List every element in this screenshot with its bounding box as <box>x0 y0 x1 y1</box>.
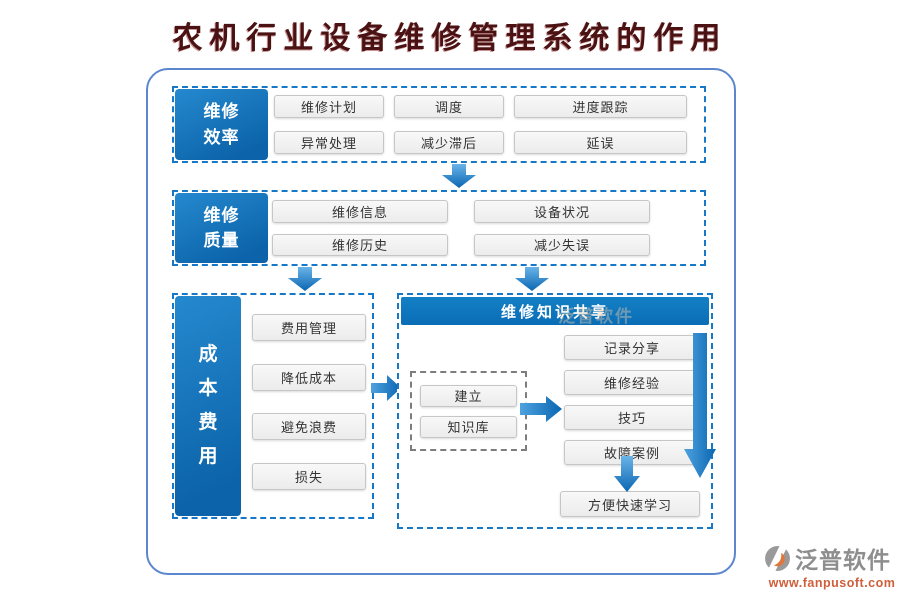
page-title: 农机行业设备维修管理系统的作用 <box>172 21 728 56</box>
node-reduce-cost: 降低成本 <box>252 363 366 391</box>
arrow-down-quality-to-cost-icon <box>288 267 322 291</box>
arrow-down-efficiency-to-quality-icon <box>442 164 476 188</box>
fanpu-logo-text: 泛普软件 <box>795 547 891 573</box>
arrow-right-cost-to-knowledge-icon <box>371 375 401 401</box>
repair-quality-label: 维修质量 <box>175 193 268 263</box>
node-quick-learning: 方便快速学习 <box>560 491 700 517</box>
arrow-right-build-to-share-icon <box>520 396 562 422</box>
arrow-down-to-quick-learning-icon <box>614 456 640 492</box>
fanpu-logo-url: www.fanpusoft.com <box>768 576 896 590</box>
node-progress-tracking: 进度跟踪 <box>514 95 687 118</box>
knowledge-sharing-header: 维修知识共享 <box>401 297 709 325</box>
node-delay: 延误 <box>514 131 687 154</box>
section-repair-efficiency: 维修效率 维修计划 调度 进度跟踪 异常处理 减少滞后 延误 <box>172 86 706 163</box>
node-repair-info: 维修信息 <box>272 200 448 223</box>
node-repair-history: 维修历史 <box>272 233 448 256</box>
node-skills: 技巧 <box>564 405 700 430</box>
node-avoid-waste: 避免浪费 <box>252 413 366 441</box>
knowledge-build-group: 建立 知识库 <box>410 371 527 451</box>
section-knowledge-sharing: 维修知识共享 建立 知识库 记录分享 维修经验 技巧 故障案例 方便快速学习 <box>397 293 713 529</box>
node-reduce-lag: 减少滞后 <box>394 131 504 154</box>
node-equipment-status: 设备状况 <box>474 200 650 223</box>
section-cost-expense: 成本费用 费用管理 降低成本 避免浪费 损失 <box>172 293 374 519</box>
fanpu-logo: 泛普软件 www.fanpusoft.com <box>764 541 900 590</box>
node-loss: 损失 <box>252 462 366 490</box>
node-build: 建立 <box>420 384 517 407</box>
section-repair-quality: 维修质量 维修信息 设备状况 维修历史 减少失误 <box>172 190 706 266</box>
repair-efficiency-label: 维修效率 <box>175 89 268 160</box>
node-dispatch: 调度 <box>394 95 504 118</box>
arrow-down-share-list-icon <box>684 333 716 478</box>
repair-efficiency-nodes: 维修计划 调度 进度跟踪 异常处理 减少滞后 延误 <box>274 95 687 154</box>
repair-quality-nodes: 维修信息 设备状况 维修历史 减少失误 <box>272 200 650 256</box>
cost-expense-nodes: 费用管理 降低成本 避免浪费 损失 <box>252 314 366 490</box>
node-reduce-mistakes: 减少失误 <box>474 233 650 256</box>
fanpu-logo-icon <box>765 544 790 572</box>
node-exception-handling: 异常处理 <box>274 131 384 154</box>
node-expense-management: 费用管理 <box>252 314 366 341</box>
cost-expense-label: 成本费用 <box>175 296 241 516</box>
node-knowledge-base: 知识库 <box>420 415 517 438</box>
knowledge-share-nodes: 记录分享 维修经验 技巧 故障案例 <box>564 335 700 465</box>
arrow-down-quality-to-knowledge-icon <box>515 267 549 291</box>
node-record-sharing: 记录分享 <box>564 335 700 360</box>
node-repair-experience: 维修经验 <box>564 370 700 395</box>
node-repair-plan: 维修计划 <box>274 95 384 118</box>
